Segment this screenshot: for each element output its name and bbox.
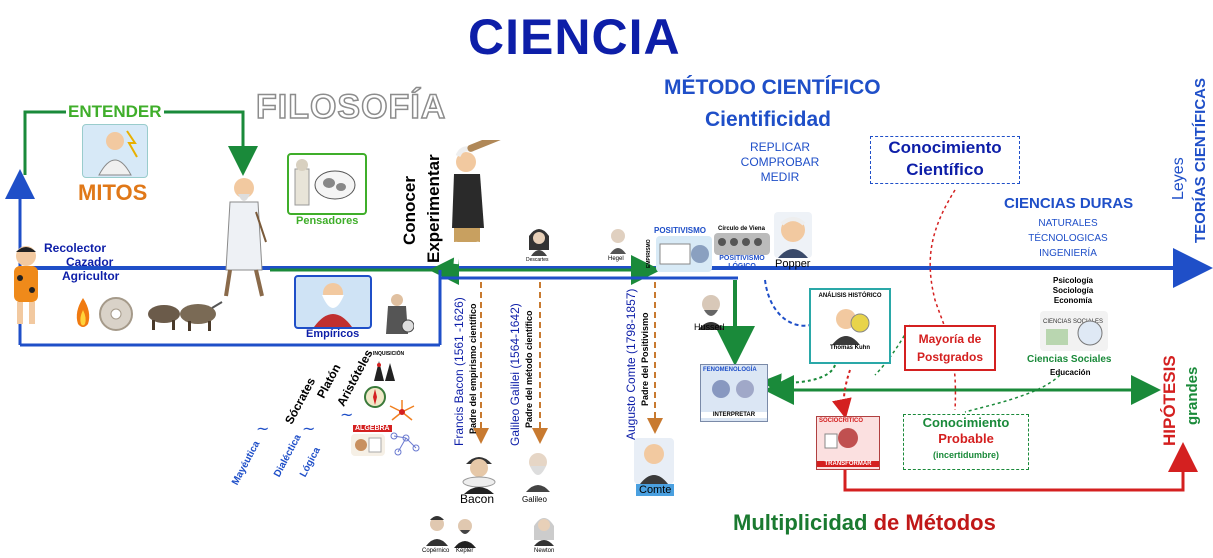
oxen-icon (142, 294, 224, 332)
comte-portrait (634, 438, 674, 484)
positivismo-image (656, 236, 712, 272)
sociocritico-arrow (843, 442, 1198, 492)
astronomer-icon (384, 292, 415, 336)
philosopher-figure (216, 172, 272, 300)
metodo-acciones: REPLICAR COMPROBAR MEDIR (740, 140, 820, 184)
galileo-name: Galileo Galilei (1564-1642) (508, 303, 522, 446)
popper-portrait (774, 212, 812, 258)
positivismo-logico-label: POSITIVISMO LÓGICO (719, 255, 765, 270)
bacon-label: Bacon (460, 492, 495, 506)
kepler-portrait (452, 514, 478, 548)
positivismo-label: POSITIVISMO (654, 226, 707, 235)
teorias-label: TEORÍAS CIENTÍFICAS (1192, 77, 1209, 243)
mayoria-box: Mayoría de Postgrados (904, 325, 996, 371)
algebra-label: ALGEBRA (353, 425, 392, 432)
hipotesis-label: HIPÓTESIS (1160, 355, 1179, 446)
compass-icon (364, 386, 386, 408)
ciencias-duras-list: NATURALES TÉCNOLOGICAS INGENIERÍA (1028, 218, 1108, 259)
grandes-label: grandes (1184, 366, 1201, 425)
ciencias-sociales-badge: CIENCIAS SOCIALES (1043, 319, 1103, 325)
newton-label: Newton (534, 548, 555, 554)
ciencias-sociales-image: CIENCIAS SOCIALES (1040, 311, 1108, 351)
galileo-role: Padre del método científico (524, 310, 534, 428)
fenomenologia-icon (712, 380, 754, 398)
newton-portrait (530, 512, 558, 546)
circulo-viena-label: Círculo de Viena (718, 226, 765, 232)
inquisicion-icon (371, 357, 397, 383)
popper-label: Popper (775, 258, 811, 270)
conocimiento-cientifico-box: Conocimiento Científico (870, 136, 1020, 184)
empiricos-label: Empíricos (306, 328, 360, 340)
sociocritico-icon (824, 428, 858, 449)
multiplicidad-label: Multiplicidad de Métodos (733, 510, 996, 535)
entender-label: ENTENDER (66, 102, 164, 122)
descartes-label: Descartes (526, 257, 549, 263)
hegel-label: Hegel (608, 256, 624, 262)
svg-text:~: ~ (340, 405, 353, 424)
fire-icon (74, 296, 92, 330)
fireworks-icon (386, 398, 418, 426)
comte-name: Augusto Comte (1798-1857) (624, 288, 638, 440)
wheel-icon (98, 296, 134, 332)
metodo-title: MÉTODO CIENTÍFICO (664, 76, 881, 99)
hegel-portrait (606, 224, 630, 254)
ciencias-duras-title: CIENCIAS DURAS (1004, 195, 1134, 212)
galileo-label: Galileo (522, 495, 547, 504)
experimentar-label: Experimentar (424, 154, 443, 263)
caveman-icon (6, 242, 46, 330)
mitos-label: MITOS (78, 180, 148, 205)
leyes-label: Leyes (1170, 157, 1187, 200)
inquisicion-label: INQUISICIÓN (373, 351, 405, 357)
zeus-illustration (82, 124, 148, 178)
pensadores-image (287, 153, 367, 215)
empiricos-image (294, 275, 372, 329)
telescope-man-illustration (448, 132, 512, 268)
descartes-portrait (526, 224, 552, 256)
husserl-portrait (696, 290, 726, 330)
bacon-role: Padre del empirismo científico (468, 303, 478, 434)
conocer-label: Conocer (400, 176, 419, 245)
svg-text:~: ~ (256, 419, 269, 438)
recolector-label: Recolector Cazador Agricultor (44, 241, 120, 283)
page-title: CIENCIA (468, 9, 681, 65)
galileo-portrait (522, 448, 554, 492)
bacon-portrait (458, 450, 500, 494)
conocimiento-probable-box: Conocimiento Probable (incertidumbre) (903, 414, 1029, 470)
comte-role: Padre del Positivismo (640, 312, 650, 406)
svg-text:~: ~ (302, 419, 315, 438)
fenomenologia-box: FENOMENOLOGÍA INTERPRETAR (700, 364, 768, 422)
husserl-label: Husserl (694, 322, 725, 332)
copernico-portrait (424, 512, 450, 546)
analisis-box: ANÁLISIS HISTÓRICO Thomas Kuhn (809, 288, 891, 364)
sociales-list: Psicología Sociología Economía (1052, 276, 1094, 305)
kepler-label: Kepler (456, 548, 474, 554)
ciencias-sociales-label: Ciencias Sociales (1027, 354, 1112, 365)
pensadores-label: Pensadores (296, 215, 359, 227)
sociocritico-box: SOCIOCRÍTICO TRANSFORMAR (816, 416, 880, 470)
copernico-label: Copérnico (422, 548, 450, 554)
empirismo-tag: EMPIRISMO (646, 239, 652, 268)
algebra-image (351, 434, 385, 456)
bacon-name: Francis Bacon (1561 -1626) (452, 297, 466, 446)
comte-label: Comte (636, 484, 675, 496)
kuhn-portrait (826, 301, 874, 345)
circulo-viena-photo (714, 233, 770, 255)
filosofia-heading: FILOSOFÍA (255, 87, 447, 127)
educacion-label: Educación (1050, 368, 1091, 377)
cientificidad-label: Cientificidad (705, 108, 832, 131)
molecule-icon (388, 430, 422, 460)
